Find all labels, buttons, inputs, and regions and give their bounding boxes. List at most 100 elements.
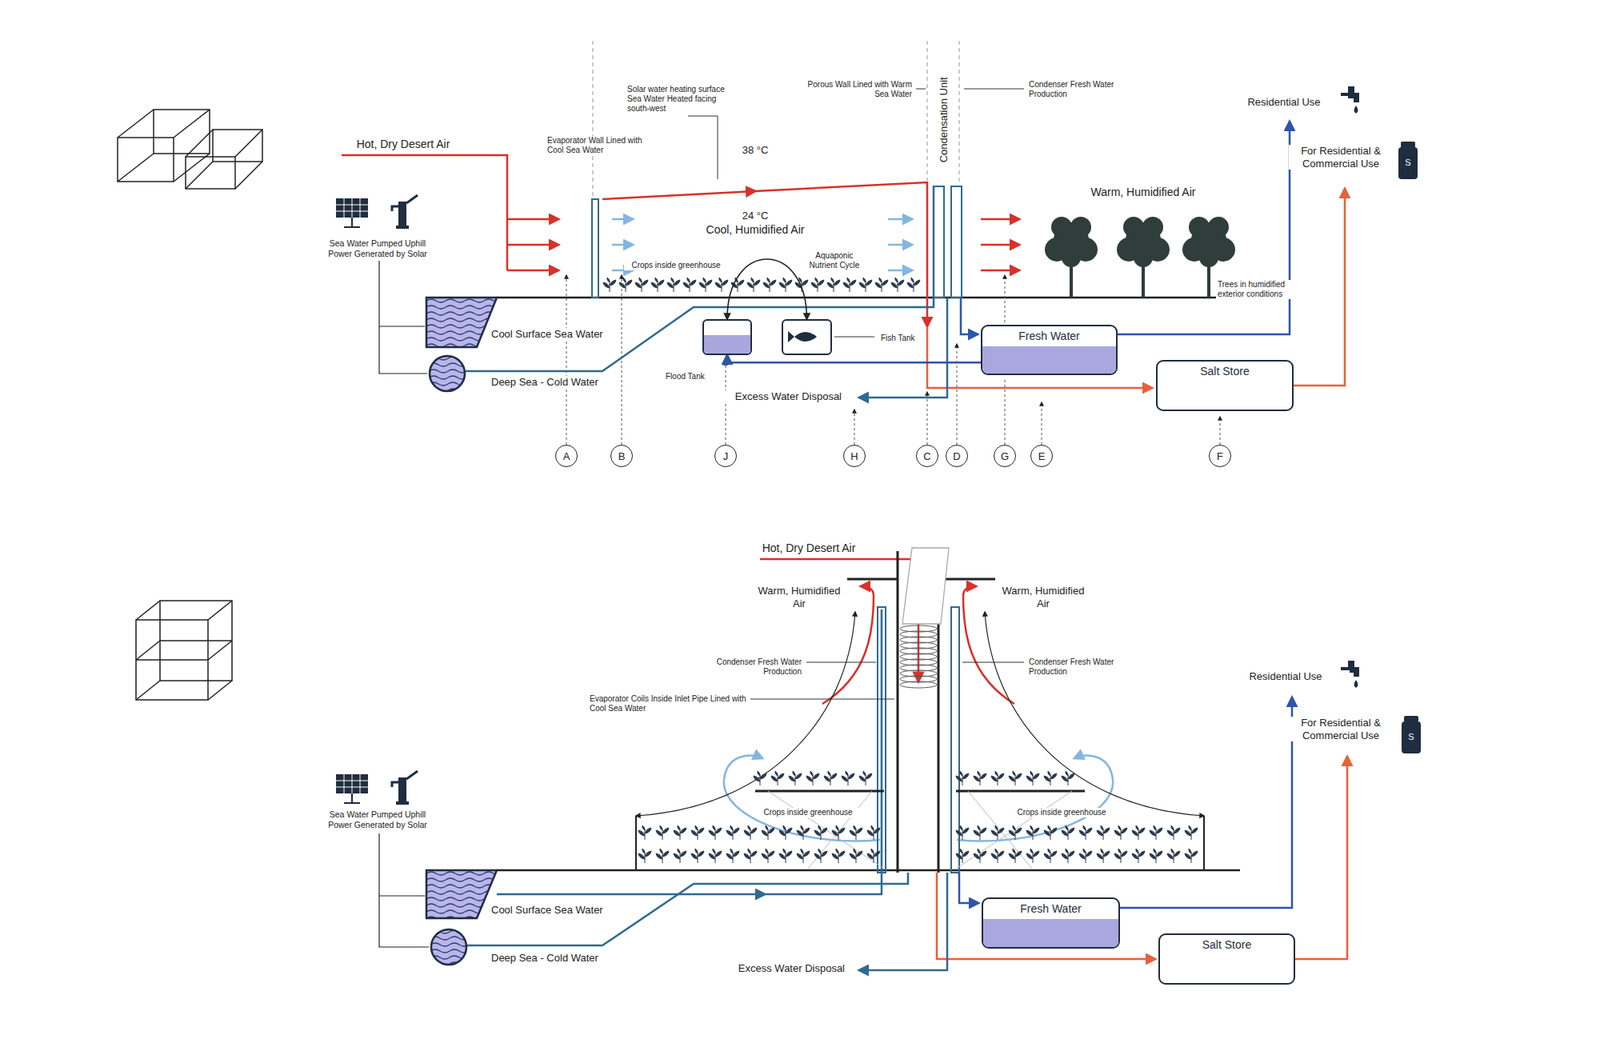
callout-leader [566,275,1220,445]
node-sea: Deep Sea - Cold Water [430,928,468,966]
hot-air-arrow [602,191,756,200]
node-call: C [916,444,939,468]
crop-icon [651,277,664,292]
tree [1044,216,1098,298]
crop-icon [806,771,820,786]
crop-icon [638,848,652,864]
node-label: Cool Surface Sea Water [489,904,605,917]
crop-icon [788,771,802,786]
leader-line [964,88,1024,90]
callout-letter: A [563,451,571,462]
greenhouse [755,790,1085,793]
fresh-water-line [1110,697,1292,908]
node-call: A [555,444,578,468]
return-water-line [727,355,981,363]
greenhouse [636,612,856,816]
node-box: Fresh Water [981,897,1120,949]
crop-icon [1061,825,1075,840]
crop-icon [832,825,845,840]
crop-icon [603,277,616,292]
salt-shaker-icon [1400,141,1416,148]
trough-shape [426,870,497,919]
diagram-label: Cool, Humidified Air [683,223,828,237]
salt-symbol-letter: S [1400,157,1416,168]
leader-line [916,88,926,90]
fresh-water-line [960,297,978,335]
leader-line [688,88,1024,700]
crop-icon [1079,825,1092,840]
crop-icon [1096,848,1110,864]
crop-icon [763,277,776,292]
solar-pump-icon [336,774,368,794]
solar-pump-icon [396,225,409,229]
supply-line [379,260,428,374]
crop-icon [849,848,863,864]
supply-line [379,833,429,948]
salt-line [927,326,1152,388]
crop-icon [1132,825,1145,840]
crop-icon [1167,825,1180,840]
solar-pump-icon [392,195,418,212]
water-fill [982,346,1116,374]
node-call: F [1208,444,1232,468]
nutrient-cycle-arrow [727,259,808,320]
crop-icon [796,848,810,864]
diagram-label: Evaporator Wall Lined with Cool Sea Wate… [545,136,658,156]
guide-line [926,40,928,181]
diagram-label: Sea Water Pumped Uphill Power Generated … [321,809,434,830]
greenhouse [636,816,1204,871]
callout-leader [927,392,928,445]
node-label: Cool Surface Sea Water [489,328,605,341]
diagram-label: Condensation Unit [937,68,951,172]
crop-icon [849,825,863,840]
crop-icon [1184,825,1198,840]
crop-icon [875,277,888,292]
salt-shaker-icon [1401,721,1421,754]
callout-letter: B [618,451,626,462]
cool-air-arrow [888,218,912,221]
hot-air-arrow [980,218,1020,221]
cube-icon [136,600,232,700]
diagram-label: Excess Water Disposal [710,962,847,976]
salt-symbol-letter: S [1404,732,1419,743]
diagram-label: Warm, Humidified Air [755,584,844,610]
crop-icon [1096,825,1110,840]
guide-line [958,40,960,184]
crop-icon [795,277,808,292]
crop-icon [699,277,712,292]
greenhouse [902,548,949,624]
callout-letter: H [850,451,858,462]
node-call: G [993,444,1016,468]
crop-icon [832,848,845,864]
solar-pump-icon [398,201,407,226]
callout-letter: D [952,451,960,462]
diagram-label: Hot, Dry Desert Air [323,137,484,152]
solar-pump-icon [336,198,368,218]
diagram-label: Excess Water Disposal [707,390,844,404]
crop-icon [1167,848,1180,864]
tree [1044,216,1236,298]
solar-pump-icon [336,198,368,218]
ground-line [496,297,1240,871]
cube-icon [117,109,263,700]
salt-line [936,872,1156,960]
fresh-water-line [959,872,979,904]
leader-line [962,662,1024,664]
crop-icon [779,848,792,864]
callout-leader [956,344,958,445]
salt-line [927,188,1348,960]
sea-water-pipe [496,893,765,896]
node-trough: Cool Surface Sea Water [426,870,497,919]
hot-air-arrow [507,244,559,247]
node-label: Deep Sea - Cold Water [489,952,600,965]
tap-icon [1354,105,1359,114]
sea-water-pipe [877,607,886,873]
trough-outline [426,297,497,348]
crop-icon [1044,771,1057,786]
diagram-label: Residential Use [1221,670,1350,684]
diagram-label: Porous Wall Lined with Warm Sea Water [793,80,914,100]
crop-icon [753,771,767,786]
hot-air-arrow [507,218,559,221]
cool-air-arrow [612,244,633,247]
